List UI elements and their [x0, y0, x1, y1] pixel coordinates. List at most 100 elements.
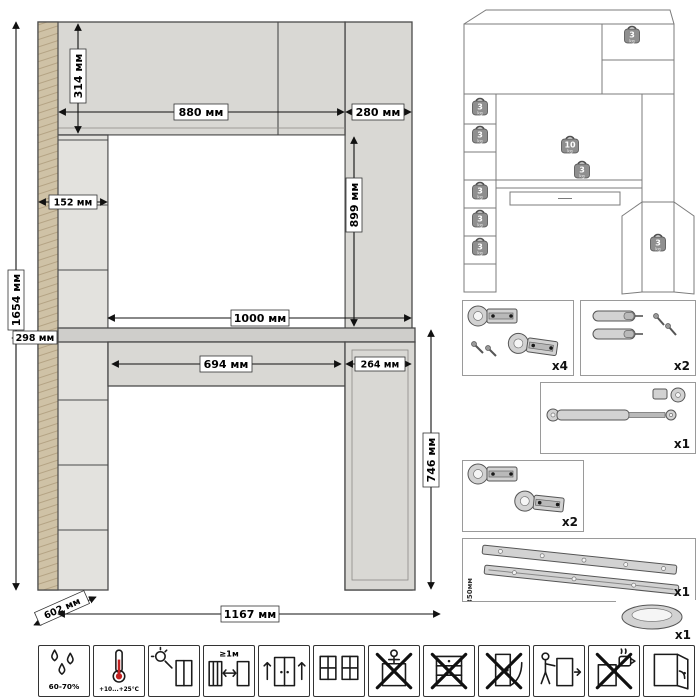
qty-label: x2: [673, 359, 690, 373]
weight-badge: 3kg: [472, 97, 488, 116]
hinge-icon: [507, 332, 559, 357]
sketch-outline: [463, 9, 695, 295]
svg-text:3: 3: [477, 215, 483, 224]
no-direct-sunlight-icon: [150, 646, 193, 687]
svg-text:264 мм: 264 мм: [361, 360, 400, 371]
dim-shelf-depth: 298 мм: [11, 330, 58, 345]
bowl-icon: [621, 604, 683, 630]
svg-text:3: 3: [629, 31, 635, 40]
desktop-board: [57, 327, 416, 343]
dim-top-cabinet-height: 314 мм: [69, 23, 87, 134]
mount-bracket-icon: [652, 387, 686, 403]
care-item-no-lean-drawers: [423, 645, 475, 697]
svg-text:3: 3: [477, 131, 483, 140]
svg-text:3: 3: [477, 243, 483, 252]
care-item-sunlight: [148, 645, 200, 697]
svg-text:314 мм: 314 мм: [72, 54, 85, 99]
svg-text:1000 мм: 1000 мм: [234, 312, 286, 325]
dim-drawer-width: 694 мм: [111, 355, 342, 373]
hinge-icon: [467, 305, 518, 327]
care-item-glass: [313, 645, 365, 697]
hardware-gas-lift: x1: [540, 382, 696, 454]
dim-desk-height: 746 мм: [422, 329, 440, 590]
dim-total-height: 1654 мм: [7, 21, 25, 591]
qty-label: x2: [561, 515, 578, 529]
door-open-icon: [653, 653, 689, 690]
screw-icon: [653, 313, 677, 336]
dim-total-width: 1167 мм: [57, 605, 441, 623]
dim-right-column-height: 899 мм: [345, 136, 363, 327]
gas-lift-icon: [546, 408, 677, 422]
ventilation-icon: [263, 656, 306, 687]
care-item-move-carefully: [533, 645, 585, 697]
hardware-hinges-bottom: x2: [462, 460, 584, 532]
humidity-icon: 60-70%: [49, 649, 80, 691]
svg-text:694 мм: 694 мм: [204, 358, 249, 371]
hinge-icon: [467, 463, 518, 485]
svg-text:kg: kg: [477, 222, 483, 228]
dim-shelf-width: 152 мм: [38, 194, 108, 210]
lower-cabinet: [344, 341, 416, 591]
wood-side-panel: [37, 21, 59, 591]
svg-text:3: 3: [477, 103, 483, 112]
hardware-bowl: x1: [616, 600, 696, 644]
dim-desktop-width: 1000 мм: [107, 309, 412, 327]
weight-badge: 3kg: [472, 209, 488, 228]
svg-text:kg: kg: [477, 250, 483, 256]
desk-niche: [107, 134, 346, 329]
svg-text:kg: kg: [477, 110, 483, 116]
svg-text:1654 мм: 1654 мм: [10, 274, 23, 326]
qty-label: x1: [673, 585, 690, 599]
slide-length-label: 350мм: [466, 578, 474, 601]
care-item-door-open: [643, 645, 695, 697]
svg-text:10: 10: [564, 141, 576, 150]
svg-text:3: 3: [655, 239, 661, 248]
svg-text:152 мм: 152 мм: [54, 198, 93, 209]
qty-label: x1: [674, 628, 691, 642]
no-hot-items-icon: [595, 648, 636, 690]
svg-text:+10...+25°С: +10...+25°С: [99, 687, 139, 693]
care-item-heater-distance: ≥1м: [203, 645, 255, 697]
care-item-no-hot-items: [588, 645, 640, 697]
svg-text:≥1м: ≥1м: [219, 648, 239, 658]
care-item-temperature: +10...+25°С: [93, 645, 145, 697]
qty-label: x1: [673, 437, 690, 451]
drawer-slide-icon: [481, 544, 678, 575]
no-climb-icon: [375, 649, 413, 690]
move-carefully-icon: [540, 652, 582, 687]
svg-text:280 мм: 280 мм: [356, 106, 401, 119]
damper-icon: [592, 328, 643, 340]
no-hang-door-icon: [485, 652, 523, 690]
care-item-no-hang-door: [478, 645, 530, 697]
svg-text:298 мм: 298 мм: [16, 333, 55, 344]
weight-badge: 3kg: [472, 237, 488, 256]
svg-text:3: 3: [477, 187, 483, 196]
hardware-dampers: x2: [580, 300, 696, 376]
svg-text:kg: kg: [567, 148, 573, 154]
lower-cabinet-door: [351, 349, 409, 581]
weight-badge: 3kg: [574, 160, 590, 179]
glass-panes-icon: [319, 655, 359, 681]
weight-badge: 3kg: [650, 233, 666, 252]
svg-text:kg: kg: [477, 194, 483, 200]
weight-badge: 3kg: [472, 181, 488, 200]
svg-text:1167 мм: 1167 мм: [224, 608, 276, 621]
drawer-slide-icon: [483, 564, 680, 595]
dim-top-cabinet-width: 880 мм: [58, 103, 345, 121]
svg-text:880 мм: 880 мм: [179, 106, 224, 119]
svg-text:kg: kg: [655, 246, 661, 252]
temperature-icon: +10...+25°С: [99, 649, 139, 693]
hardware-hinges-top: x4: [462, 300, 574, 376]
hinge-icon: [514, 490, 565, 513]
svg-text:kg: kg: [579, 173, 585, 179]
dim-right-column-width: 280 мм: [345, 103, 412, 121]
svg-text:3: 3: [579, 166, 585, 175]
care-strip: 60-70% +10...+25°С: [38, 645, 695, 697]
weight-badge: 3kg: [472, 125, 488, 144]
svg-text:899 мм: 899 мм: [348, 183, 361, 228]
screw-icon: [471, 341, 497, 357]
care-item-ventilation: [258, 645, 310, 697]
furniture-front-view: [37, 21, 416, 591]
